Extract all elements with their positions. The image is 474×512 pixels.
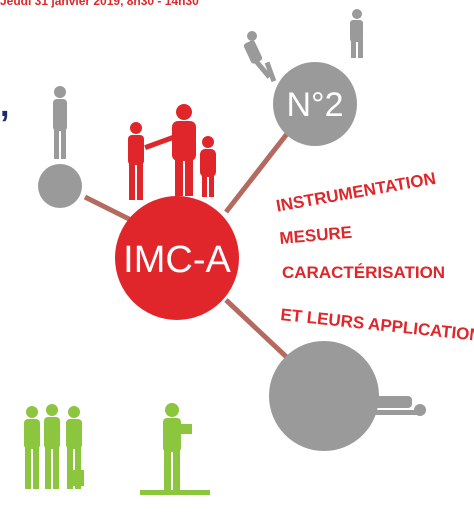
- secondary-circle-label: N°2: [286, 86, 343, 124]
- header-date-line: Jeudi 31 janvier 2019, 8h30 - 14h30: [0, 0, 199, 8]
- person-silhouette-icon: [53, 86, 67, 159]
- topic-instrumentation: INSTRUMENTATION: [275, 169, 438, 216]
- walking-person-icon: [243, 31, 277, 83]
- group-of-people-icon: [128, 104, 216, 200]
- topic-caracterisation: CARACTÉRISATION: [282, 263, 445, 282]
- secondary-grey-circle: [273, 62, 357, 146]
- main-circle-label: IMC-A: [123, 239, 231, 281]
- large-grey-circle: [269, 341, 379, 451]
- standing-person-icon: [350, 9, 363, 58]
- title-punctuation: ,: [0, 86, 10, 124]
- green-people-group-icon: [24, 404, 84, 489]
- connector-line-left: [83, 194, 137, 225]
- green-person-reading-icon: [140, 403, 210, 495]
- small-grey-circle: [38, 164, 82, 208]
- lying-person-icon: [370, 396, 426, 416]
- topic-mesure: MESURE: [279, 223, 353, 248]
- connector-line-top: [224, 128, 292, 214]
- topic-applications: ET LEURS APPLICATIONS: [280, 305, 474, 346]
- connector-line-bottom: [224, 298, 297, 367]
- main-red-circle: [115, 196, 239, 320]
